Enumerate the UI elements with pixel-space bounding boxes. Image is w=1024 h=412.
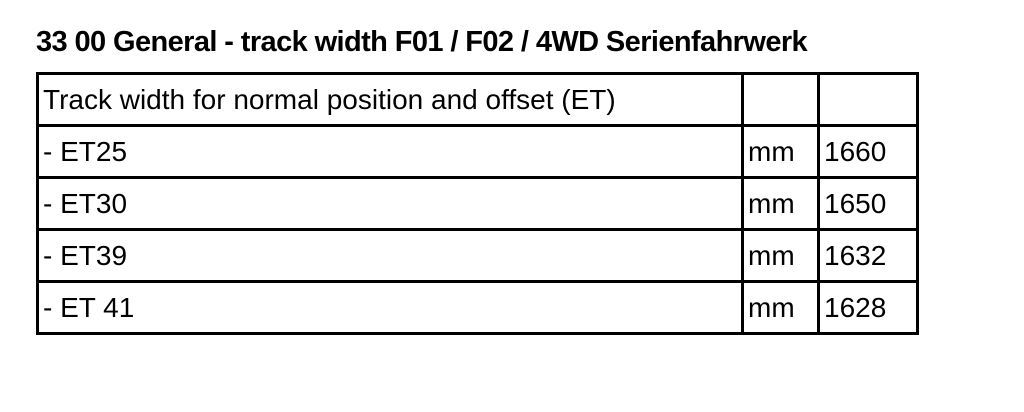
table-row: - ET39 mm 1632: [36, 228, 919, 283]
track-width-table: Track width for normal position and offs…: [36, 72, 919, 335]
row-label-cell: - ET30: [36, 176, 744, 231]
table-row: - ET 41 mm 1628: [36, 280, 919, 335]
row-unit-cell: mm: [741, 124, 820, 179]
row-label-cell: - ET25: [36, 124, 744, 179]
row-value-cell: 1628: [817, 280, 919, 335]
table-row: - ET25 mm 1660: [36, 124, 919, 179]
header-label-cell: Track width for normal position and offs…: [36, 72, 744, 127]
row-value-cell: 1650: [817, 176, 919, 231]
header-unit-cell: [741, 72, 820, 127]
row-unit-cell: mm: [741, 228, 820, 283]
row-value-cell: 1632: [817, 228, 919, 283]
row-label-cell: - ET39: [36, 228, 744, 283]
row-value-cell: 1660: [817, 124, 919, 179]
row-unit-cell: mm: [741, 280, 820, 335]
table-row: - ET30 mm 1650: [36, 176, 919, 231]
document-title: 33 00 General - track width F01 / F02 / …: [36, 26, 808, 58]
row-unit-cell: mm: [741, 176, 820, 231]
row-label-cell: - ET 41: [36, 280, 744, 335]
table-header-row: Track width for normal position and offs…: [36, 72, 919, 127]
header-value-cell: [817, 72, 919, 127]
